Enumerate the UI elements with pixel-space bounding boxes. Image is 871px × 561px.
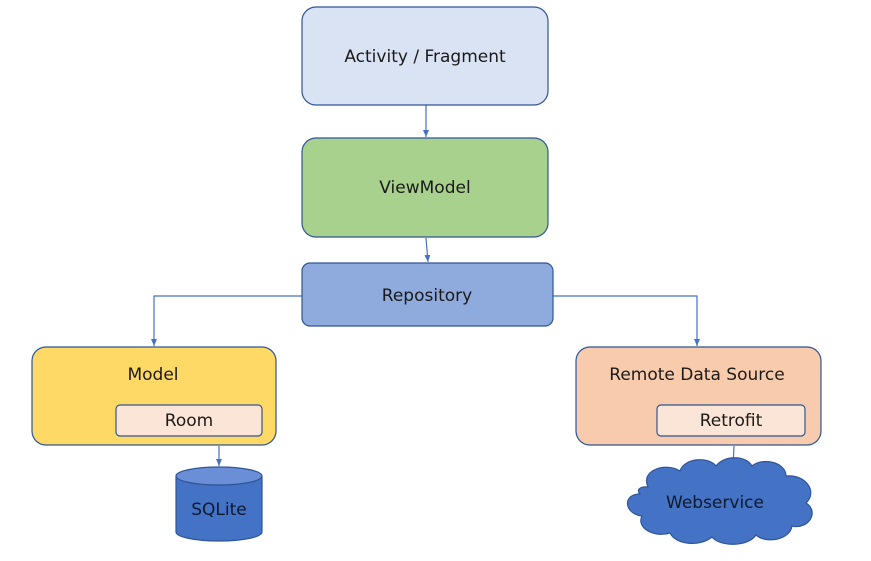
- node-repository-box: [301, 262, 554, 327]
- node-webservice-label: Webservice: [666, 493, 764, 513]
- node-sqlite-label: SQLite: [191, 500, 247, 520]
- node-activity-fragment: Activity / Fragment: [301, 6, 549, 106]
- node-viewmodel-box: [301, 137, 549, 238]
- connectors: [151, 105, 737, 467]
- node-viewmodel-label: ViewModel: [379, 178, 470, 198]
- node-viewmodel: ViewModel: [301, 137, 549, 238]
- node-remote-data-source-label: Remote Data Source: [609, 365, 784, 385]
- node-room-box: [115, 404, 263, 437]
- database-icon-top: [175, 466, 263, 486]
- node-repository: Repository: [301, 262, 554, 327]
- database-icon: [175, 476, 263, 542]
- node-model: Model Room: [31, 346, 277, 446]
- node-model-label: Model: [127, 365, 178, 385]
- node-retrofit-box: [656, 404, 806, 437]
- node-activity-fragment-box: [301, 6, 549, 106]
- edge-repository-remote: [553, 295, 700, 346]
- node-webservice: Webservice: [626, 457, 813, 545]
- node-sqlite: SQLite: [175, 466, 263, 542]
- node-remote-data-source: Remote Data Source Retrofit: [575, 346, 822, 446]
- node-repository-label: Repository: [382, 286, 472, 306]
- node-activity-fragment-label: Activity / Fragment: [344, 47, 506, 67]
- node-retrofit-label: Retrofit: [700, 411, 763, 431]
- edge-viewmodel-repository: [424, 237, 431, 263]
- edge-repository-model: [151, 295, 302, 346]
- cloud-icon: [626, 457, 813, 545]
- node-room-label: Room: [165, 411, 213, 431]
